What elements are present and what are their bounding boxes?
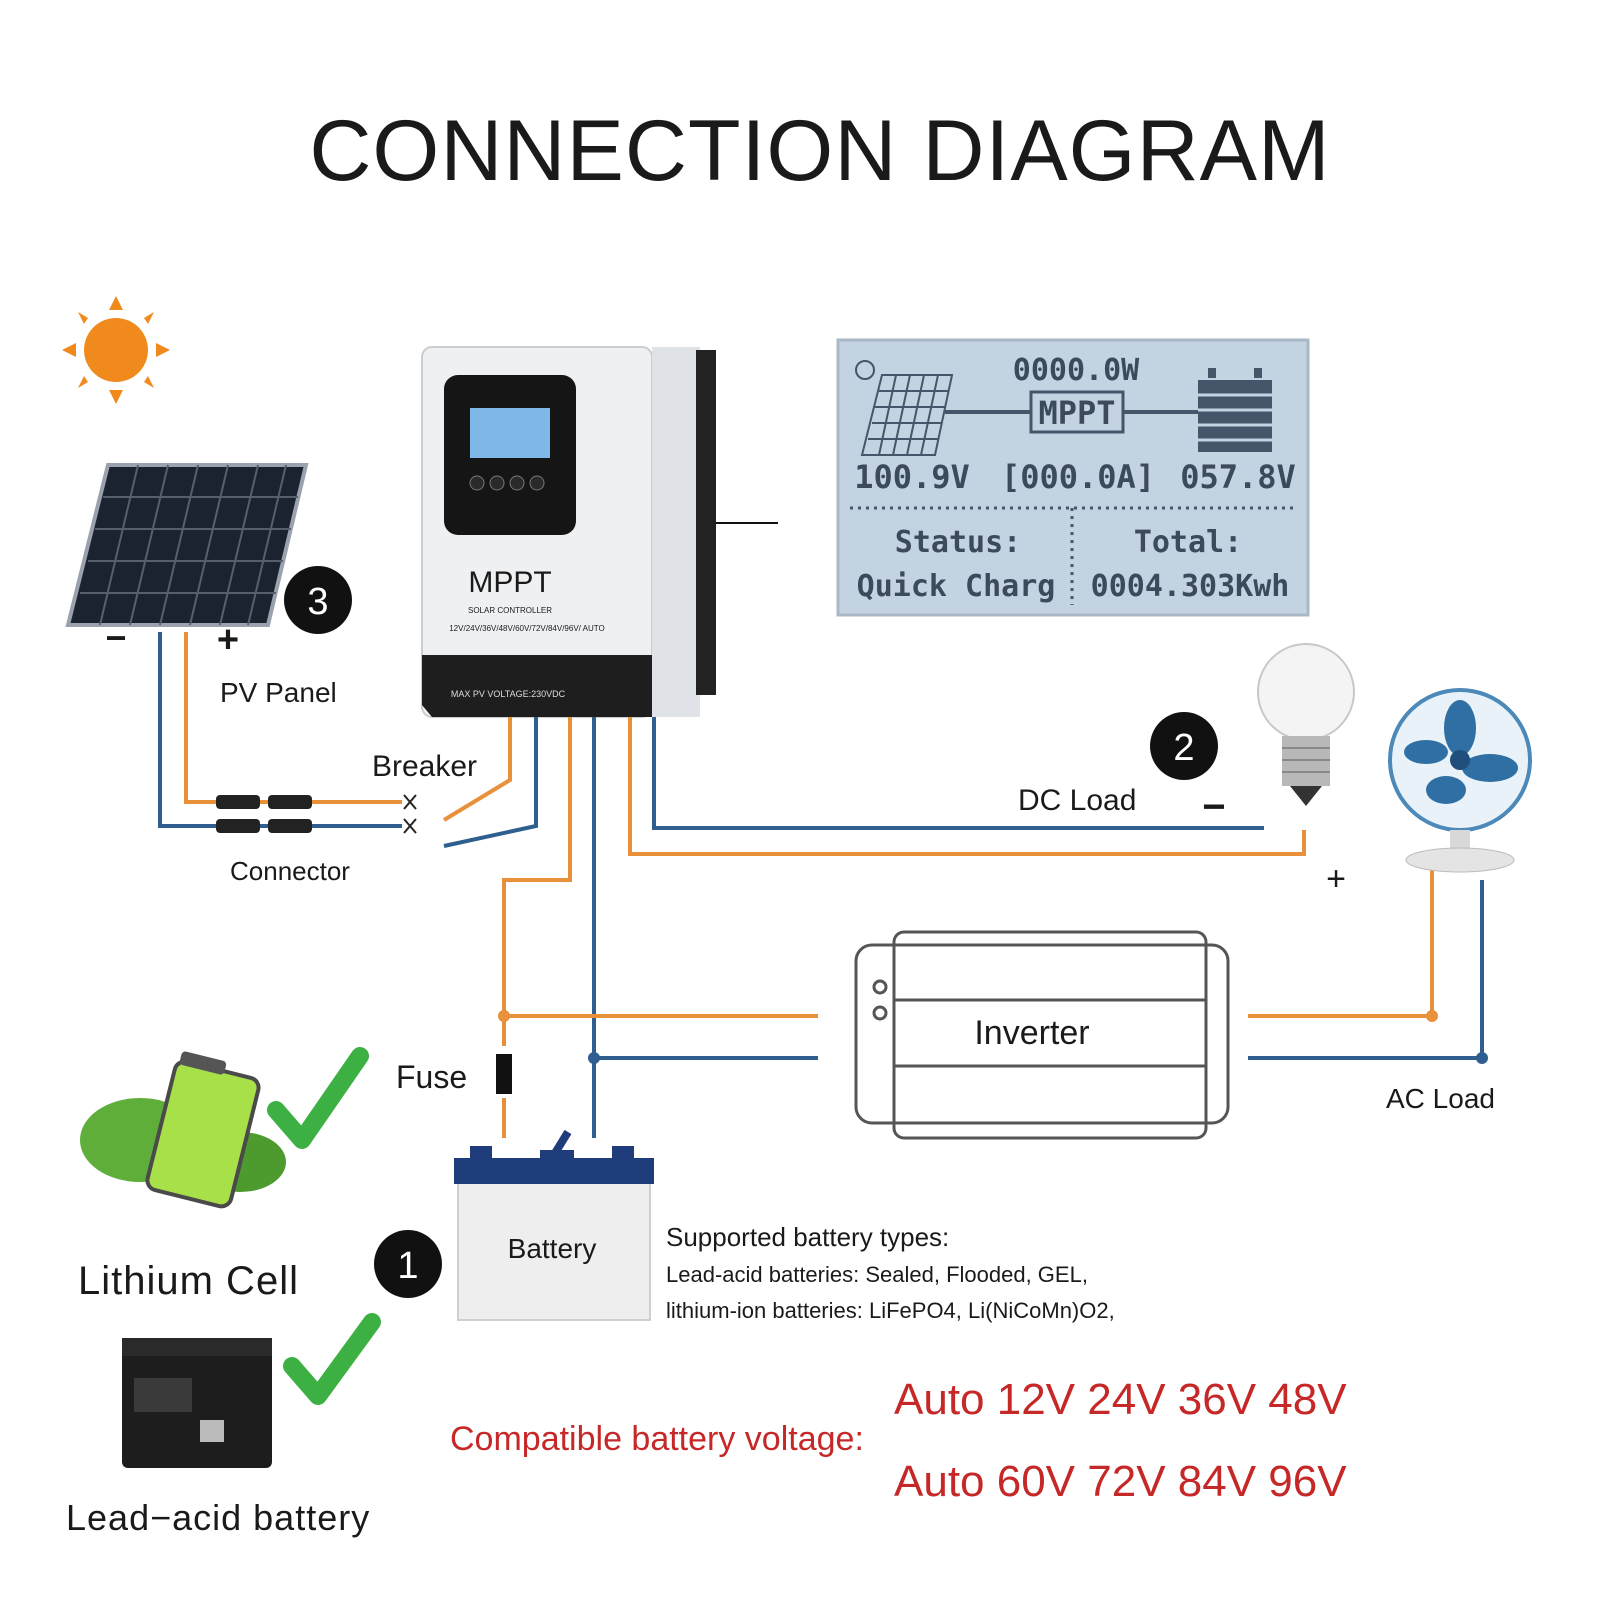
diagram-title: CONNECTION DIAGRAM bbox=[309, 103, 1330, 199]
fuse-label: Fuse bbox=[396, 1059, 467, 1095]
step-badge-2: 2 bbox=[1150, 712, 1218, 780]
dc-load-plus: + bbox=[1326, 860, 1346, 898]
pv-panel-label: PV Panel bbox=[220, 677, 337, 708]
lcd-pv-voltage: 100.9V bbox=[854, 458, 970, 496]
supported-line-1: Lead-acid batteries: Sealed, Flooded, GE… bbox=[666, 1262, 1088, 1287]
battery-label: Battery bbox=[508, 1233, 597, 1264]
supported-line-2: lithium-ion batteries: LiFePO4, Li(NiCoM… bbox=[666, 1298, 1115, 1323]
lcd-display bbox=[836, 338, 1310, 617]
controller-voltages: 12V/24V/36V/48V/60V/72V/84V/96V/ AUTO bbox=[449, 624, 605, 633]
lcd-status-label: Status: bbox=[895, 525, 1021, 560]
controller-brand: MPPT bbox=[468, 566, 551, 599]
compatible-voltage-line-1: Auto 12V 24V 36V 48V bbox=[894, 1375, 1347, 1424]
compatible-voltage-line-2: Auto 60V 72V 84V 96V bbox=[894, 1457, 1347, 1506]
pv-plus-sign: + bbox=[217, 619, 239, 661]
dc-load-label: DC Load bbox=[1018, 784, 1136, 817]
lead-acid-check-icon bbox=[283, 1313, 381, 1405]
inverter-label: Inverter bbox=[974, 1014, 1089, 1052]
lead-acid-label: Lead−acid battery bbox=[66, 1497, 370, 1538]
mppt-controller bbox=[421, 346, 716, 718]
lcd-battery-voltage: 057.8V bbox=[1180, 458, 1296, 496]
lcd-current: [000.0A] bbox=[1001, 458, 1155, 496]
controller-max-pv: MAX PV VOLTAGE:230VDC bbox=[451, 689, 566, 699]
pv-minus-sign: − bbox=[105, 617, 126, 658]
lithium-cell-icon bbox=[80, 1051, 286, 1209]
connector-label: Connector bbox=[230, 856, 350, 886]
controller-subtitle: SOLAR CONTROLLER bbox=[468, 606, 552, 615]
lcd-total-value: 0004.303Kwh bbox=[1091, 569, 1290, 604]
lcd-total-label: Total: bbox=[1134, 525, 1242, 560]
step-badge-1: 1 bbox=[374, 1230, 442, 1298]
dc-load-minus: − bbox=[1202, 785, 1225, 829]
lcd-power: 0000.0W bbox=[1013, 353, 1140, 388]
lead-acid-battery-icon bbox=[122, 1338, 272, 1468]
breaker-icon bbox=[403, 794, 417, 834]
breaker-label: Breaker bbox=[372, 750, 477, 783]
sun-icon bbox=[62, 296, 170, 404]
lcd-status-value: Quick Charg bbox=[857, 569, 1056, 604]
svg-text:3: 3 bbox=[307, 581, 328, 623]
lithium-check-icon bbox=[267, 1047, 369, 1149]
mc4-connector-icon bbox=[216, 795, 312, 833]
svg-text:2: 2 bbox=[1173, 727, 1194, 769]
fan-icon bbox=[1388, 688, 1532, 873]
inverter-icon bbox=[854, 930, 1230, 1140]
lcd-mode: MPPT bbox=[1038, 394, 1115, 432]
lithium-cell-label: Lithium Cell bbox=[78, 1259, 299, 1303]
fuse-icon bbox=[496, 1054, 512, 1094]
supported-heading: Supported battery types: bbox=[666, 1222, 949, 1252]
compatible-voltage-label: Compatible battery voltage: bbox=[450, 1420, 864, 1458]
battery-icon bbox=[454, 1129, 654, 1321]
pv-panel-icon bbox=[65, 463, 309, 627]
ac-load-label: AC Load bbox=[1386, 1083, 1495, 1114]
light-bulb-icon bbox=[1257, 643, 1355, 806]
svg-text:1: 1 bbox=[397, 1245, 418, 1287]
step-badge-3: 3 bbox=[284, 566, 352, 634]
